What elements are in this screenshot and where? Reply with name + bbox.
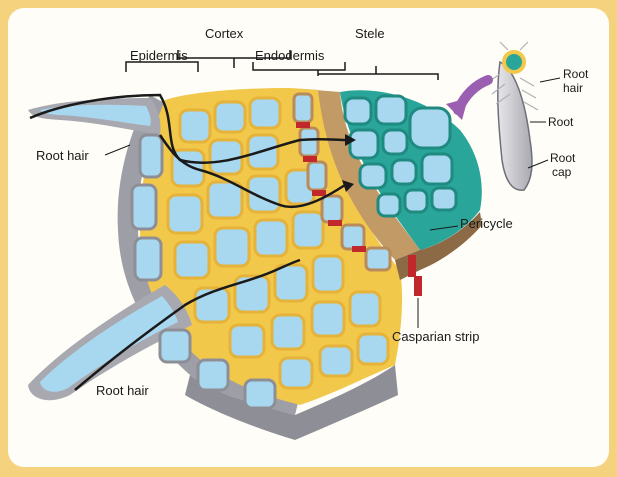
root-hair-bottom-interior <box>40 296 178 392</box>
root-hair-top-label: Root hair <box>36 148 89 163</box>
endodermis-label: Endodermis <box>255 48 325 63</box>
cell <box>383 130 407 154</box>
cell <box>168 195 202 233</box>
epidermis-label: Epidermis <box>130 48 188 63</box>
cell <box>175 242 209 278</box>
inset-root-cap-label-line1: Root <box>550 151 576 165</box>
cell <box>294 94 312 122</box>
root-hair-bottom-label: Root hair <box>96 383 149 398</box>
cell <box>250 98 280 128</box>
casparian-mark <box>352 246 366 252</box>
cell <box>350 130 378 158</box>
cell <box>280 358 312 388</box>
pericycle-label: Pericycle <box>460 216 513 231</box>
cell <box>293 212 323 248</box>
cell <box>312 302 344 336</box>
inset-root-hair-leader <box>540 78 560 82</box>
cell <box>345 98 371 124</box>
cell <box>140 135 162 177</box>
inset-root-cross-section <box>504 52 524 72</box>
casparian-mark <box>408 255 416 277</box>
cell <box>358 334 388 364</box>
cell <box>405 190 427 212</box>
cell <box>342 225 364 249</box>
casparian-mark <box>328 220 342 226</box>
casparian-mark <box>296 122 310 128</box>
cell <box>215 228 249 266</box>
stele-bracket <box>318 66 438 80</box>
cell <box>350 292 380 326</box>
cell <box>208 182 242 218</box>
cell <box>422 154 452 184</box>
inset-root-label: Root <box>548 115 574 129</box>
inset-root-hair-label-line1: Root <box>563 67 589 81</box>
cell <box>255 220 287 256</box>
cell <box>160 330 190 362</box>
casparian-mark <box>414 276 422 296</box>
cell <box>366 248 390 270</box>
cell <box>320 346 352 376</box>
cell <box>410 108 450 148</box>
cell <box>300 128 318 156</box>
cell <box>360 164 386 188</box>
casparian-strip-label: Casparian strip <box>392 329 479 344</box>
casparian-mark <box>303 156 317 162</box>
cell <box>392 160 416 184</box>
stele-label: Stele <box>355 26 385 41</box>
endodermis-bracket <box>253 62 345 70</box>
cell <box>378 194 400 216</box>
epidermis-bracket <box>126 62 198 72</box>
cell <box>322 196 342 222</box>
cell <box>132 185 156 229</box>
cell <box>308 162 326 190</box>
cell <box>180 110 210 142</box>
cell <box>245 380 275 408</box>
cell <box>235 276 269 312</box>
cell <box>432 188 456 210</box>
cortex-label: Cortex <box>205 26 244 41</box>
cell <box>198 360 228 390</box>
inset-root-body <box>498 62 532 190</box>
inset-root-hair-label-line2: hair <box>563 81 583 95</box>
root-hair-top-leader <box>105 145 130 155</box>
cell <box>313 256 343 292</box>
cell <box>275 265 307 301</box>
cell <box>376 96 406 124</box>
cell <box>272 315 304 349</box>
inset-root-cap-label-line2: cap <box>552 165 572 179</box>
cell <box>215 102 245 132</box>
cell <box>135 238 161 280</box>
casparian-mark <box>312 190 326 196</box>
cell <box>230 325 264 357</box>
